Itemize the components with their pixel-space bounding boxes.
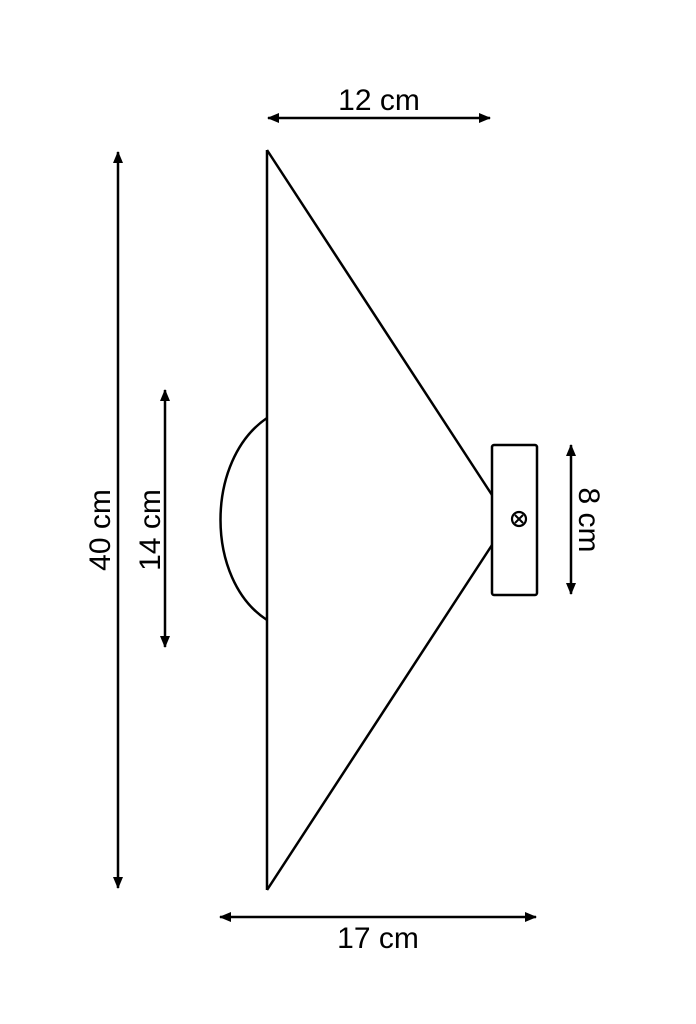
screw-icon: [510, 510, 528, 528]
dimension-dome-height: 14 cm: [134, 389, 170, 648]
dimension-dome-height-label: 14 cm: [134, 489, 167, 571]
dimension-total-height-label: 40 cm: [84, 489, 117, 571]
shade-lower-edge: [265, 544, 494, 891]
lamp-dome: [219, 416, 268, 622]
dimension-top-width: 12 cm: [267, 84, 491, 123]
dimension-bottom-width: 17 cm: [219, 912, 537, 955]
dimension-bottom-width-label: 17 cm: [337, 922, 419, 955]
lamp-shade: [265, 149, 494, 891]
dimension-mount-height-label: 8 cm: [572, 487, 605, 552]
dimension-mount-height: 8 cm: [566, 444, 605, 595]
dimension-top-width-label: 12 cm: [338, 84, 420, 117]
shade-upper-edge: [265, 149, 494, 496]
dimension-total-height: 40 cm: [84, 151, 123, 889]
